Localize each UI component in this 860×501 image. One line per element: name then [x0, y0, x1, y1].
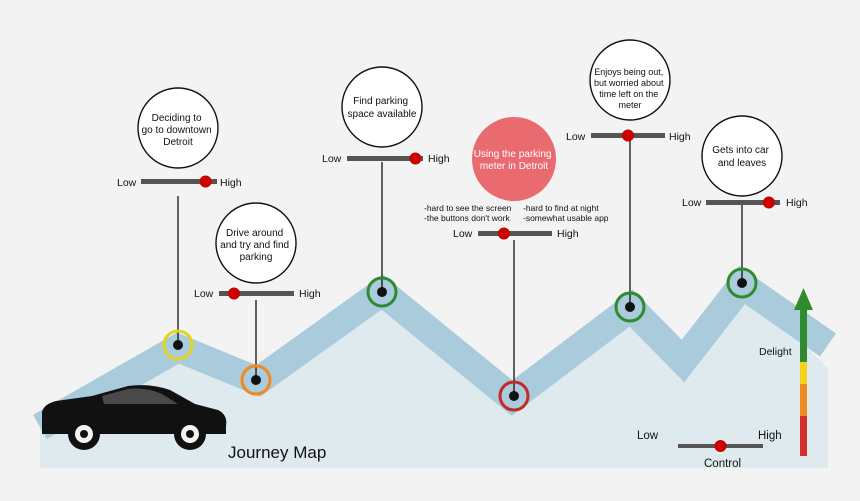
stage-bubble — [701, 115, 783, 197]
meter-low-label: Low — [453, 228, 473, 240]
meter-track — [141, 179, 217, 184]
meter-high-label: High — [557, 228, 579, 240]
scale-segment-orange — [800, 384, 807, 416]
meter-high-label: High — [220, 177, 242, 189]
stage-dot — [251, 375, 261, 385]
stage-dot — [625, 302, 635, 312]
stage-ring — [498, 380, 530, 412]
meter-low-label: Low — [194, 288, 214, 300]
stage-ring — [162, 329, 194, 361]
stage-dot — [737, 278, 747, 288]
stage-dot — [377, 287, 387, 297]
scale-segment-yellow — [800, 362, 807, 384]
stage-ring — [240, 364, 272, 396]
stage-find: Find parking space available Low High — [322, 66, 450, 308]
meter-knob — [409, 152, 422, 165]
stage-bubble — [215, 202, 297, 284]
stage-label: Drive around and try and find parking — [220, 228, 292, 263]
stage-bubble — [341, 66, 423, 148]
stage-label: Using the parking meter in Detroit — [474, 149, 555, 172]
meter-knob — [622, 129, 634, 142]
stage-label: Find parking space available — [348, 96, 417, 120]
meter-track — [347, 156, 423, 161]
meter-low-label: Low — [322, 153, 342, 165]
page-title: Journey Map — [228, 443, 326, 462]
legend-bottom-label: Control — [704, 458, 741, 470]
stage-bubble — [137, 87, 219, 169]
stage-dot — [509, 391, 519, 401]
meter-track — [478, 231, 552, 236]
control-low-label: Low — [637, 430, 659, 442]
meter-high-label: High — [669, 131, 691, 143]
stage-dot — [173, 340, 183, 350]
control-knob — [714, 440, 727, 452]
stage-leaves: Gets into car and leaves Low High — [682, 115, 808, 299]
emotion-scale-legend: Delight — [759, 288, 813, 456]
stage-label: Gets into car and leaves — [712, 145, 771, 169]
stage-meter: Using the parking meter in Detroit -hard… — [424, 117, 609, 412]
stage-ring — [614, 291, 646, 323]
meter-knob — [199, 175, 212, 188]
meter-high-label: High — [786, 197, 808, 209]
meter-knob — [762, 196, 775, 209]
stage-deciding: Deciding to go to downtown Detroit Low H… — [117, 87, 242, 361]
meter-low-label: Low — [566, 131, 586, 143]
stage-bubble — [589, 39, 671, 121]
meter-knob — [497, 227, 510, 240]
stage-notes: -hard to see the screen -the buttons don… — [424, 203, 609, 223]
meter-high-label: High — [428, 153, 450, 165]
car-icon — [42, 385, 227, 450]
scale-segment-green — [800, 308, 807, 362]
meter-low-label: Low — [682, 197, 702, 209]
legend-top-label: Delight — [759, 346, 792, 358]
stage-label: Enjoys being out, but worried about time… — [594, 67, 666, 110]
stage-label: Deciding to go to downtown Detroit — [142, 113, 215, 148]
stage-drive: Drive around and try and find parking Lo… — [194, 202, 321, 396]
meter-low-label: Low — [117, 177, 137, 189]
meter-knob — [228, 287, 240, 300]
landscape-fill — [40, 285, 828, 468]
stage-ring — [726, 267, 758, 299]
control-high-label: High — [758, 430, 782, 442]
arrow-up-icon — [794, 288, 813, 310]
meter-track — [706, 200, 780, 205]
stage-ring — [366, 276, 398, 308]
meter-track — [219, 291, 294, 296]
control-meter: Low High Control — [637, 430, 782, 470]
stage-bubble-highlight — [472, 117, 556, 201]
meter-high-label: High — [299, 288, 321, 300]
stage-enjoys: Enjoys being out, but worried about time… — [566, 39, 691, 323]
scale-segment-red — [800, 416, 807, 456]
